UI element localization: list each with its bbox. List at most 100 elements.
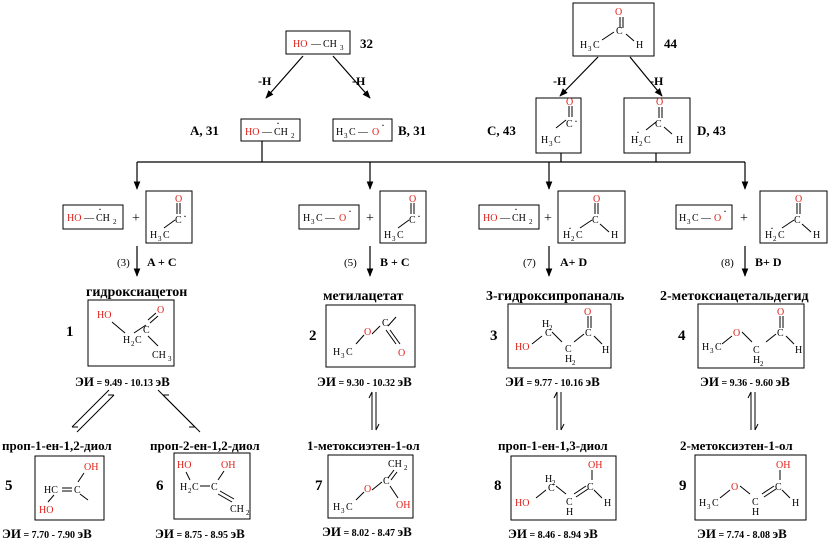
atom-ch2: CH [512,213,526,224]
atom-ho: HO [67,213,81,224]
bond-dash: — [261,127,273,138]
atom-h: H [545,474,552,485]
atom-h3c: H [580,40,587,51]
isomer-index-6: 6 [156,478,164,494]
atom-o: O [593,194,600,205]
product-index-3: 3 [490,328,498,344]
ei-product-2: ЭИ = 9.30 - 10.32 эВ [317,374,412,389]
atom-o: O [733,328,740,339]
atom-o: O [584,307,591,318]
loss-h-2: -H [352,74,366,88]
atom-ch2: CH [230,504,244,515]
product-1-box [87,299,175,367]
plus-sign: + [132,211,140,226]
atom-ho: HO [245,127,259,138]
label-b: B, 31 [398,123,426,138]
atom-o: O [372,127,379,138]
svg-text:ЭИ = 8.02 - 8.47 эВ: ЭИ = 8.02 - 8.47 эВ [322,524,412,539]
svg-text:ЭИ = 8.75 - 8.95 эВ: ЭИ = 8.75 - 8.95 эВ [155,526,245,541]
radical-dot: · [183,209,187,223]
plus-sign: + [544,211,552,226]
sub-3: 3 [158,235,162,243]
svg-text:ЭИ = 9.77 - 10.16 эВ: ЭИ = 9.77 - 10.16 эВ [505,374,600,389]
sub-2: 2 [113,218,117,226]
isomer-name-8: проп-1-ен-1,3-диол [498,438,608,453]
sub-2: 2 [549,324,553,332]
atom-ch2: CH [274,127,288,138]
radical-dot: · [348,204,352,218]
sub-2: 2 [552,479,556,487]
atom-o: O [175,194,182,205]
radical-dot: · [723,204,727,218]
loss-h-3: -H [553,74,567,88]
atom-c: C [135,335,142,346]
reaction-pair-8: B+ D [755,255,782,269]
isomer-name-9: 2-метоксиэтен-1-ол [680,438,793,453]
atom-h: H [604,498,611,509]
atom-h3c: H [336,127,343,138]
isomer-index-7: 7 [315,478,323,494]
bond-lines [47,17,812,503]
atom-o: O [615,7,622,18]
atom-c: C [409,215,416,226]
atom-c: C [382,318,389,329]
atom-o: O [656,97,663,108]
atom-h2c: H [563,230,570,241]
sub-3: 3 [341,507,345,515]
ei-isomer-8: ЭИ = 8.46 - 8.94 эВ [508,526,598,541]
atom-c: C [545,328,552,339]
radical-dot: · [568,221,572,235]
ei-isomer-5: ЭИ = 7.70 - 7.90 эВ [2,526,92,541]
arrow-44-to-d [629,56,663,97]
sub-2: 2 [131,340,135,348]
atom-c: C [349,127,356,138]
atom-h: H [795,345,802,356]
atom-c: C [565,344,572,355]
atom-ho: HO [515,498,529,509]
atom-oh: OH [84,462,98,473]
bond-dash: — [324,213,336,224]
atom-h3c: H [333,502,340,513]
svg-text:ЭИ = 7.70 - 7.90 эВ: ЭИ = 7.70 - 7.90 эВ [2,526,92,541]
atom-c: C [692,213,699,224]
isomer-name-5: проп-1-ен-1,2-диол [2,438,112,453]
atom-c: C [778,230,785,241]
sub-3: 3 [341,352,345,360]
radical-dot: · [770,221,774,235]
isomer-index-9: 9 [679,478,687,494]
atom-c: C [383,476,390,487]
plus-sign: + [366,211,374,226]
atom-c: C [175,215,182,226]
atom-h: H [566,507,573,518]
atom-ch3: CH [152,350,166,361]
sub-3: 3 [588,45,592,53]
atom-c: C [211,482,218,493]
atom-c: C [592,215,599,226]
atom-h2c: H [180,482,187,493]
atom-h2c: H [631,135,638,146]
isomer-name-7: 1-метоксиэтен-1-ол [307,438,420,453]
atom-c: C [585,328,592,339]
product-name-4: 2-метоксиацетальдегид [660,289,809,304]
atom-c: C [397,230,404,241]
ei-product-4: ЭИ = 9.36 - 9.60 эВ [700,374,790,389]
isomer-name-6: проп-2-ен-1,2-диол [150,438,260,453]
atom-o: O [409,194,416,205]
atom-c: C [794,215,801,226]
atom-oh: OH [221,460,235,471]
atom-h3c: H [303,213,310,224]
sub-3: 3 [392,235,396,243]
atom-oh: OH [588,460,602,471]
mass-32: 32 [360,36,373,51]
atom-h: H [542,319,549,330]
sub-2: 2 [773,235,777,243]
atom-c: C [753,345,760,356]
radical-dot: · [98,202,102,216]
atom-c: C [346,347,353,358]
product-name-2: метилацетат [323,289,404,304]
atom-c: C [576,230,583,241]
sub-3: 3 [168,355,172,363]
methanol-box [285,30,351,55]
radical-c-box [535,97,582,154]
